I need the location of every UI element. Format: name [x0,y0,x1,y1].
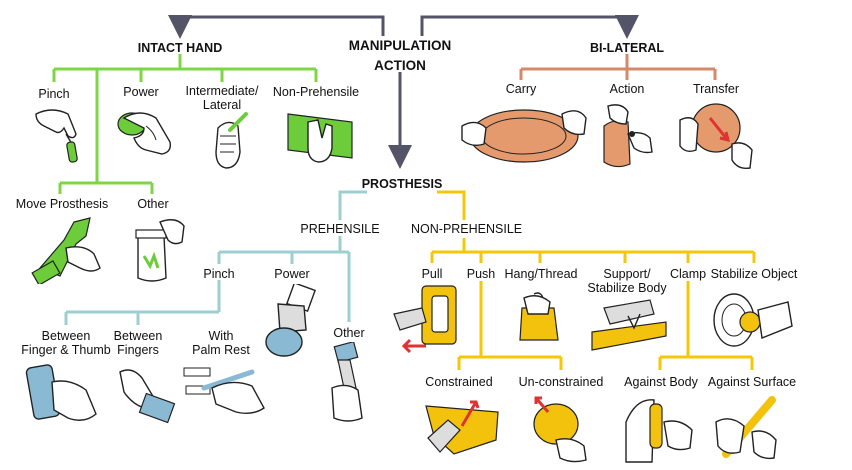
between-finger-thumb-label: Between Finger & Thumb [6,329,126,357]
hand-transferring-object-illustration [676,98,756,174]
intact-hand-heading: INTACT HAND [137,41,223,55]
pinch-green-object-illustration [30,104,84,168]
title-line-1: MANIPULATION [348,38,452,53]
prehensile-pinch-label: Pinch [203,267,235,281]
two-hands-opening-bag-illustration [598,100,658,170]
prosthesis-support-body-illustration [590,296,668,354]
stabilize-object-label: Stabilize Object [710,267,798,281]
hand-moving-prosthesis-illustration [30,214,106,284]
hang-thread-label: Hang/Thread [504,267,578,281]
unconstrained-label: Un-constrained [518,375,604,389]
intact-lateral-label: Intermediate/ Lateral [176,84,268,112]
prosthesis-hang-bag-illustration [514,290,564,348]
intact-power-label: Power [123,85,159,99]
intact-other-label: Other [137,197,169,211]
arrow-to-intact-hand [168,15,385,39]
prehensile-power-label: Power [274,267,310,281]
with-palm-rest-line2: Palm Rest [192,343,250,357]
between-fingers-label: Between Fingers [104,329,172,357]
title-block: MANIPULATION ACTION [335,36,465,76]
intact-hand-branches [52,54,318,194]
prosthesis-pull-handle-illustration [392,284,462,354]
prosthesis-holding-phone-illustration [24,360,102,428]
intact-pinch-label: Pinch [38,87,70,101]
prosthesis-other-grip-illustration [322,342,372,426]
prosthesis-stabilize-object-illustration [708,286,794,356]
constrained-label: Constrained [425,375,493,389]
bilateral-action-label: Action [609,82,645,96]
intact-nonprehensile-label: Non-Prehensile [272,85,360,99]
between-finger-thumb-line2: Finger & Thumb [21,343,111,357]
bilateral-heading: BI-LATERAL [589,41,665,55]
between-finger-thumb-line1: Between [41,329,91,343]
with-palm-rest-label: With Palm Rest [184,329,258,357]
power-grip-green-object-illustration [110,104,180,166]
against-surface-label: Against Surface [707,375,797,389]
prosthesis-constrained-push-illustration [418,392,502,464]
non-prehensile-branches [430,190,756,370]
prehensile-branches [64,190,367,325]
prosthesis-heading: PROSTHESIS [361,177,443,191]
title-line-2: ACTION [374,58,426,73]
support-stabilize-label: Support/ Stabilize Body [580,267,674,295]
intact-lateral-label-line2: Lateral [202,98,242,112]
prosthesis-against-surface-illustration [712,392,782,464]
prehensile-heading: PREHENSILE [300,222,380,236]
between-fingers-line2: Fingers [117,343,159,357]
bilateral-carry-label: Carry [505,82,537,96]
pull-label: Pull [421,267,443,281]
move-prosthesis-label: Move Prosthesis [15,197,109,211]
prosthesis-power-grip-illustration [260,284,324,362]
two-hands-carrying-tray-illustration [458,100,590,168]
prosthesis-against-body-illustration [622,392,698,464]
bilateral-branches [519,54,717,80]
lateral-grip-illustration [208,112,252,172]
push-label: Push [466,267,496,281]
support-stabilize-line1: Support/ [603,267,651,281]
bilateral-transfer-label: Transfer [692,82,740,96]
prosthesis-unconstrained-push-illustration [526,392,596,464]
prosthesis-fingers-holding-card-illustration [114,364,178,426]
against-body-label: Against Body [624,375,698,389]
hand-holding-jar-illustration [124,212,190,286]
prehensile-other-label: Other [333,326,365,340]
non-prehensile-heading: NON-PREHENSILE [411,222,523,236]
prosthesis-palm-rest-pen-illustration [182,364,268,420]
arrow-to-bilateral [420,15,639,39]
clamp-label: Clamp [669,267,707,281]
flat-hand-on-panel-illustration [282,108,358,166]
support-stabilize-line2: Stabilize Body [587,281,667,295]
with-palm-rest-line1: With [208,329,234,343]
dark-arrows [168,15,639,169]
between-fingers-line1: Between [113,329,163,343]
intact-lateral-label-line1: Intermediate/ [185,84,259,98]
